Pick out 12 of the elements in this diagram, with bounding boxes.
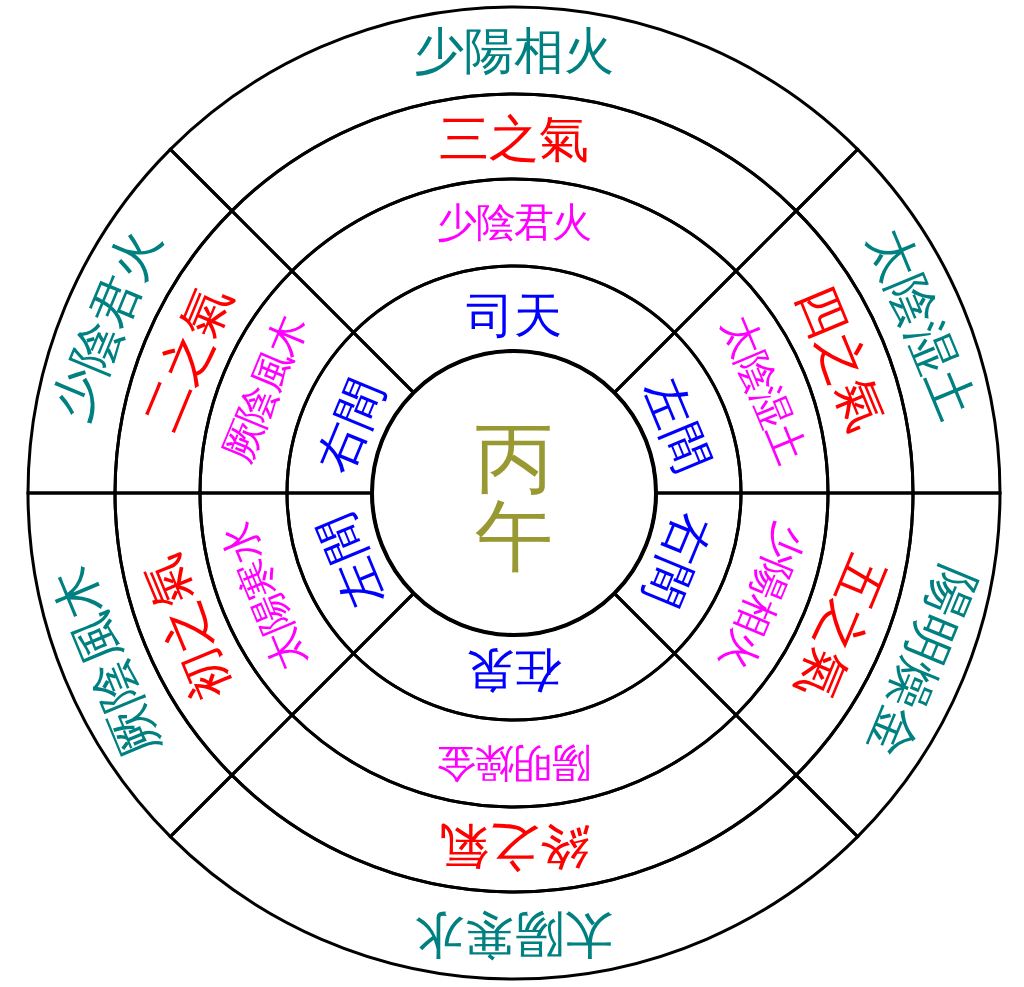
qi-name-label: 少陽相火: [414, 26, 614, 76]
step-label: 三之氣: [439, 114, 589, 164]
qi-name-label: 太陽寒水: [414, 910, 614, 960]
position-label: 右間: [309, 371, 391, 479]
step-label: 終之氣: [439, 822, 589, 872]
year-label: 丙午: [475, 419, 553, 575]
position-label: 司天: [466, 291, 562, 339]
position-label: 右間: [637, 507, 719, 615]
position-label: 左間: [637, 371, 719, 479]
position-label: 左間: [309, 507, 391, 615]
qi-name-label: 陽明燥金: [437, 746, 591, 782]
position-label: 在泉: [466, 647, 562, 695]
